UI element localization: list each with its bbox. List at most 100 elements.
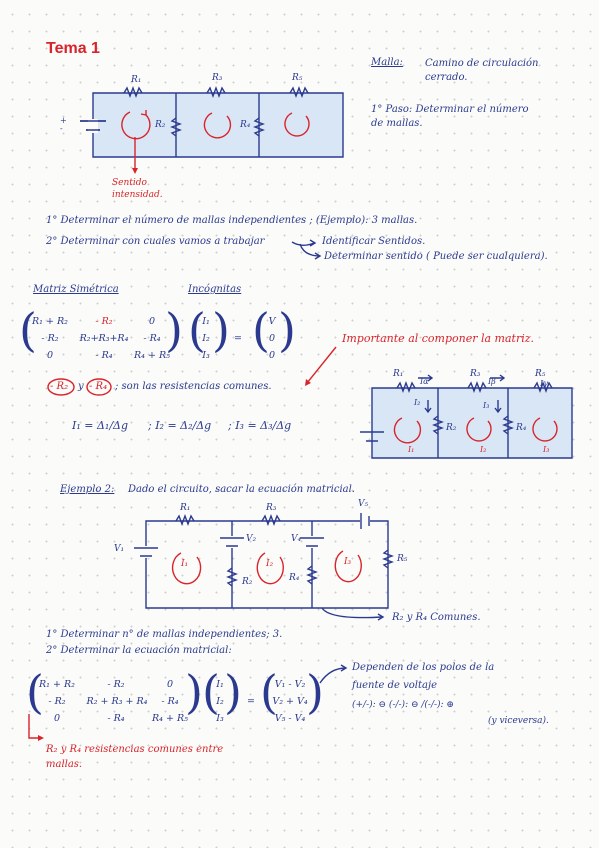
u2-0: I₁ bbox=[216, 679, 224, 690]
rhs2-1: V₂ + V₄ bbox=[272, 696, 308, 707]
steps2-line2: 2° Determinar la ecuación matricial: bbox=[46, 645, 232, 656]
c2-i3-top: I₃ bbox=[483, 401, 490, 410]
step-branch-1: Identificar Sentidos. bbox=[322, 236, 426, 247]
common-y: y bbox=[78, 381, 84, 392]
c3-v2: V₂ bbox=[246, 534, 257, 544]
m2-r2c2: R₄ + R₅ bbox=[152, 713, 188, 724]
c2-r3: R₃ bbox=[470, 369, 481, 379]
rhs2-2: V₅ - V₄ bbox=[274, 713, 306, 724]
example2-heading: Ejemplo 2: bbox=[60, 484, 115, 495]
m2-r0c0: R₁ + R₂ bbox=[39, 679, 75, 690]
c3-i2: I₂ bbox=[266, 559, 274, 569]
unknowns2-open: ( bbox=[202, 665, 220, 719]
label-r1: R₁ bbox=[131, 75, 142, 85]
m2-r1c2: - R₄ bbox=[161, 696, 179, 707]
rhs1-2: 0 bbox=[268, 350, 276, 361]
footer-note: R₂ y R₄ resistencias comunes entre malla… bbox=[46, 744, 224, 770]
important-note: Importante al componer la matriz. bbox=[342, 332, 535, 345]
c3-v4: V₄ bbox=[291, 534, 302, 544]
rhs1-0: V bbox=[268, 316, 276, 327]
label-r5: R₅ bbox=[292, 73, 303, 83]
poles-line2: fuente de voltaje bbox=[352, 680, 437, 691]
step-branch-2: Determinar sentido ( Puede ser cualquier… bbox=[324, 251, 548, 262]
c2-i3: I₃ bbox=[543, 445, 550, 454]
malla-definition: Camino de circulación cerrado. bbox=[425, 58, 539, 83]
m2-r0c1: - R₂ bbox=[107, 679, 125, 690]
c2-ib: Iβ bbox=[488, 377, 496, 386]
c2-r1: R₁ bbox=[393, 369, 404, 379]
battery-sign: + - bbox=[60, 116, 67, 133]
matrix1-open: ( bbox=[19, 303, 37, 357]
paso-1: 1° Paso: Determinar el número de mallas. bbox=[371, 104, 529, 129]
sentido-annotation: Sentido intensidad. bbox=[112, 178, 163, 200]
rhs1-open: ( bbox=[252, 303, 270, 357]
matrix2-open: ( bbox=[26, 665, 44, 719]
unknowns2-close: ) bbox=[224, 665, 242, 719]
u2-2: I₃ bbox=[216, 713, 224, 724]
malla-term: Malla: bbox=[371, 57, 403, 68]
m2-r0c2: 0 bbox=[166, 679, 174, 690]
current-i1: I₁ = Δ₁/Δg bbox=[72, 419, 129, 432]
rhs2-open: ( bbox=[260, 665, 278, 719]
rhs1-close: ) bbox=[278, 303, 296, 357]
m1-r1c2: - R₄ bbox=[143, 333, 161, 344]
step-1: 1° Determinar el número de mallas indepe… bbox=[46, 215, 418, 226]
common-r2: - R₂ bbox=[50, 381, 69, 392]
rhs2-close: ) bbox=[306, 665, 324, 719]
common-text: ; son las resistencias comunes. bbox=[115, 381, 272, 392]
c2-i2: I₂ bbox=[480, 445, 487, 454]
c3-r3: R₃ bbox=[266, 503, 277, 513]
current-i3: ; I₃ = Δ₃/Δg bbox=[228, 419, 292, 432]
c2-ia: Iα bbox=[420, 377, 429, 386]
current-i2: ; I₂ = Δ₂/Δg bbox=[148, 419, 212, 432]
steps2-line1: 1° Determinar n° de mallas independiente… bbox=[46, 629, 283, 640]
poles-line4: (y viceversa). bbox=[488, 716, 549, 726]
u1-1: I₂ bbox=[202, 333, 210, 344]
label-r2: R₂ bbox=[155, 120, 166, 130]
unknowns1-close: ) bbox=[212, 303, 230, 357]
m1-r2c1: - R₄ bbox=[95, 350, 113, 361]
rhs1-1: 0 bbox=[268, 333, 276, 344]
m1-r2c0: 0 bbox=[46, 350, 54, 361]
c3-v1: V₁ bbox=[114, 544, 125, 554]
c2-r2: R₂ bbox=[446, 423, 457, 433]
m2-r1c1: R₂ + R₃ + R₄ bbox=[86, 696, 148, 707]
step-2: 2° Determinar con cuales vamos a trabaja… bbox=[46, 236, 265, 247]
u1-0: I₁ bbox=[202, 316, 210, 327]
m1-r0c0: R₁ + R₂ bbox=[32, 316, 68, 327]
label-r4: R₄ bbox=[240, 120, 251, 130]
c3-r5: R₅ bbox=[397, 554, 408, 564]
unknowns1-open: ( bbox=[188, 303, 206, 357]
eq2: = bbox=[247, 696, 255, 707]
c2-r4: R₄ bbox=[516, 423, 527, 433]
m1-r1c0: - R₂ bbox=[41, 333, 59, 344]
c2-ig: Iγ bbox=[540, 379, 548, 388]
example2-text: Dado el circuito, sacar la ecuación matr… bbox=[128, 484, 355, 495]
c2-r5: R₅ bbox=[535, 369, 546, 379]
rhs2-0: V₁ - V₂ bbox=[274, 679, 306, 690]
c3-i3: I₃ bbox=[344, 557, 352, 567]
m1-r0c1: - R₂ bbox=[95, 316, 113, 327]
c3-r2: R₂ bbox=[242, 577, 253, 587]
m2-r1c0: - R₂ bbox=[48, 696, 66, 707]
u1-2: I₃ bbox=[202, 350, 210, 361]
common-r4: - R₄ bbox=[89, 381, 108, 392]
common-resistors-note: R₂ y R₄ Comunes. bbox=[392, 612, 481, 623]
label-r3: R₃ bbox=[212, 73, 223, 83]
eq1: = bbox=[234, 333, 242, 344]
c3-v5: V₅ bbox=[358, 499, 369, 509]
m2-r2c1: - R₄ bbox=[107, 713, 125, 724]
m1-r0c2: 0 bbox=[148, 316, 156, 327]
poles-line3: (+/-): ⊖ (-/-): ⊖ /(-/-): ⊕ bbox=[352, 700, 454, 710]
heading-incognitas: Incógnitas bbox=[188, 284, 242, 295]
matrix1-close: ) bbox=[165, 303, 183, 357]
heading-matriz: Matriz Simétrica bbox=[33, 284, 119, 295]
